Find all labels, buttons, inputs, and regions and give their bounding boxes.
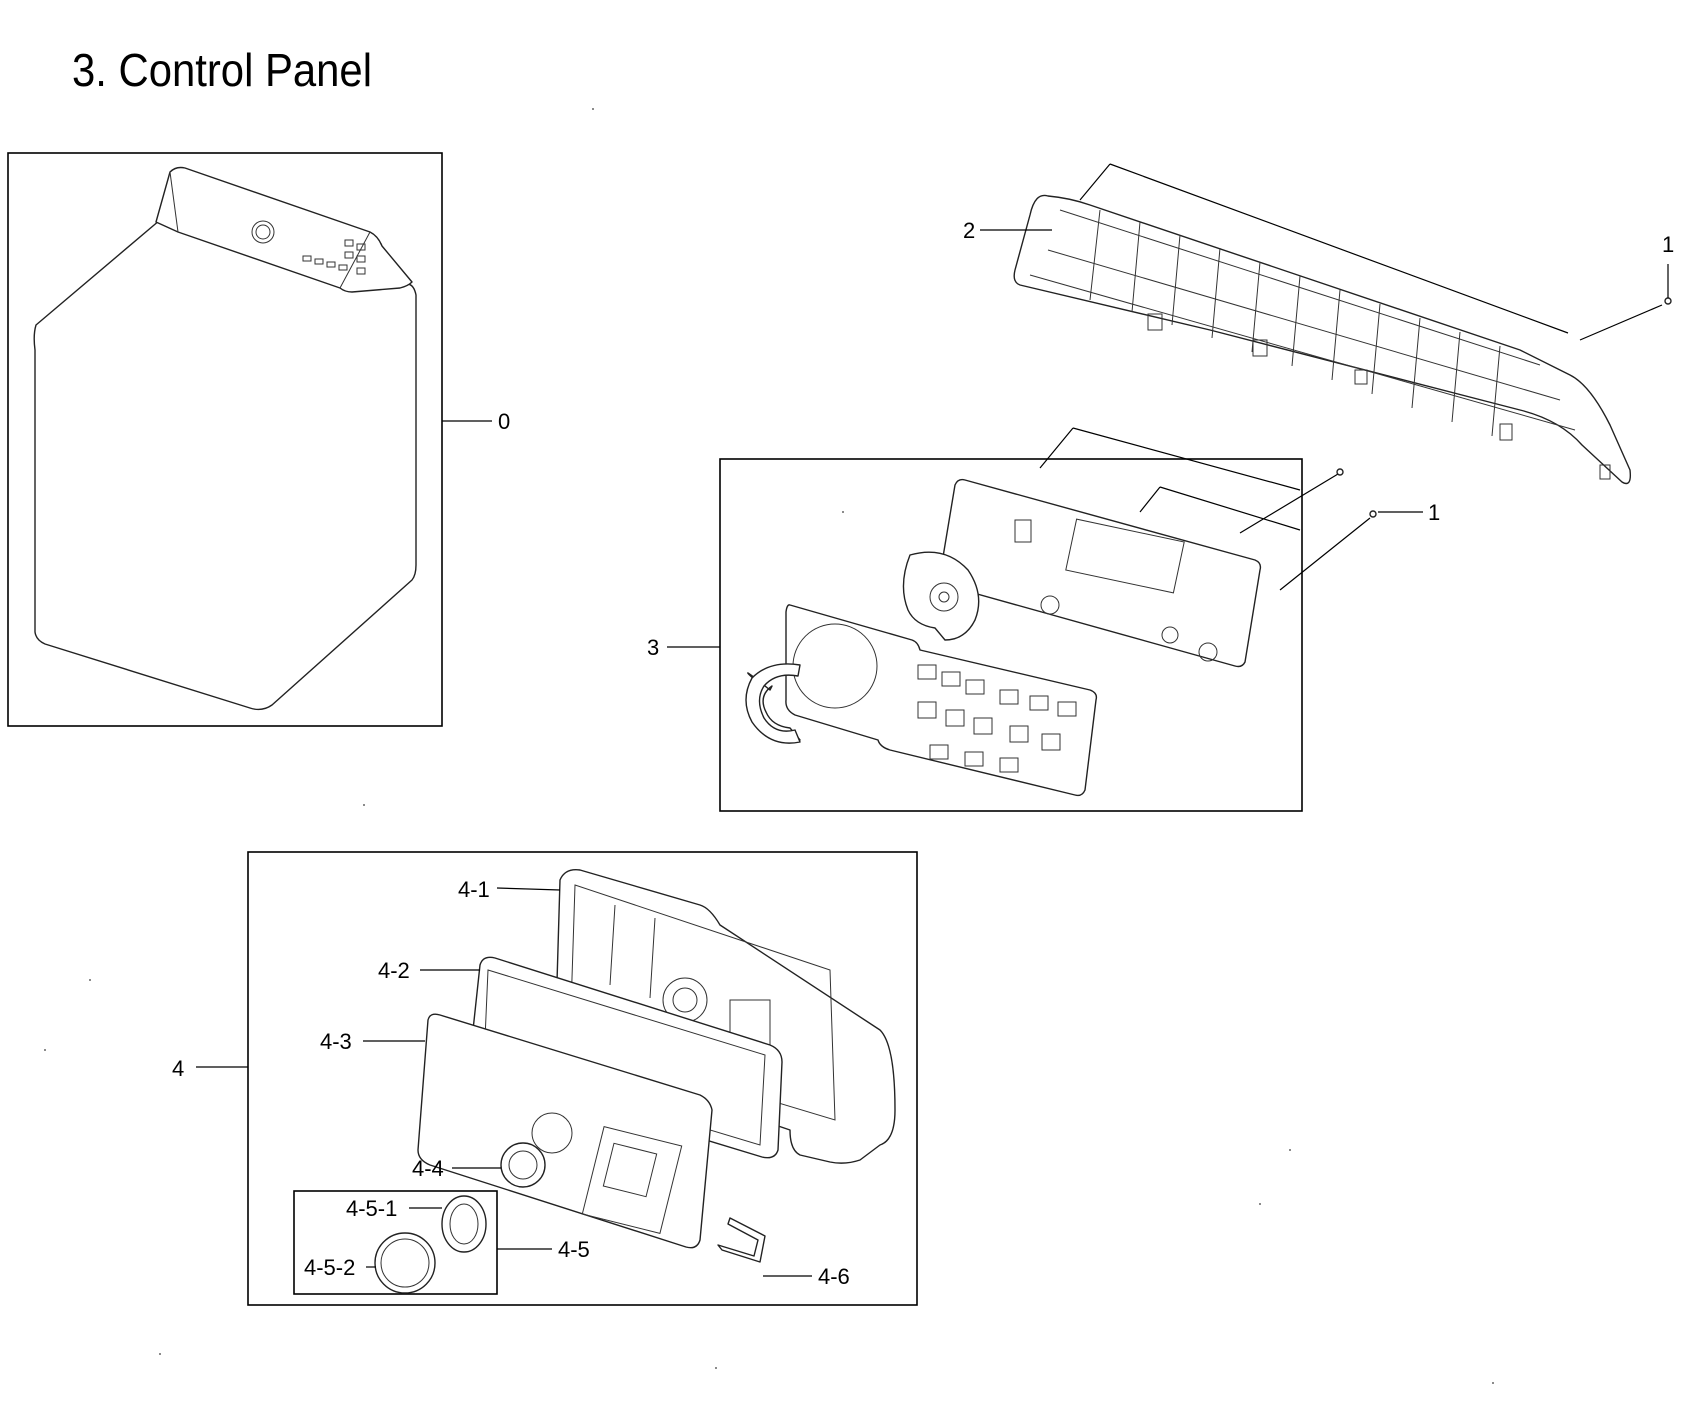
- label-part-4-3: 4-3: [320, 1029, 352, 1054]
- label-part-0: 0: [498, 409, 510, 434]
- label-part-4-6: 4-6: [818, 1264, 850, 1289]
- label-part-3: 3: [647, 635, 659, 660]
- label-part-4-5: 4-5: [558, 1237, 590, 1262]
- part-4-5-frame: [293, 1190, 498, 1295]
- label-part-1-screw-pcb: 1: [1428, 500, 1440, 525]
- part-0-washer-assembly: 0: [7, 152, 510, 727]
- label-part-4: 4: [172, 1056, 184, 1081]
- label-part-4-5-1: 4-5-1: [346, 1196, 397, 1221]
- part-2-panel-frame: 1 2: [963, 163, 1674, 485]
- label-part-4-5-2: 4-5-2: [304, 1255, 355, 1280]
- label-part-2: 2: [963, 218, 975, 243]
- part-0-frame: [7, 152, 443, 727]
- part-3-pcb-assembly: 1 3: [647, 427, 1440, 812]
- page-title: 3. Control Panel: [72, 44, 372, 96]
- label-part-4-4: 4-4: [412, 1156, 444, 1181]
- label-part-4-1: 4-1: [458, 877, 490, 902]
- part-4-panel-assembly: 4 4-1 4-2 4-3 4-4 4-5-1 4-5-2 4-5 4-6: [172, 851, 918, 1306]
- part-4-frame: [247, 851, 918, 1306]
- label-part-4-2: 4-2: [378, 958, 410, 983]
- label-part-1-screw-top: 1: [1662, 232, 1674, 257]
- part-3-frame: [719, 458, 1303, 812]
